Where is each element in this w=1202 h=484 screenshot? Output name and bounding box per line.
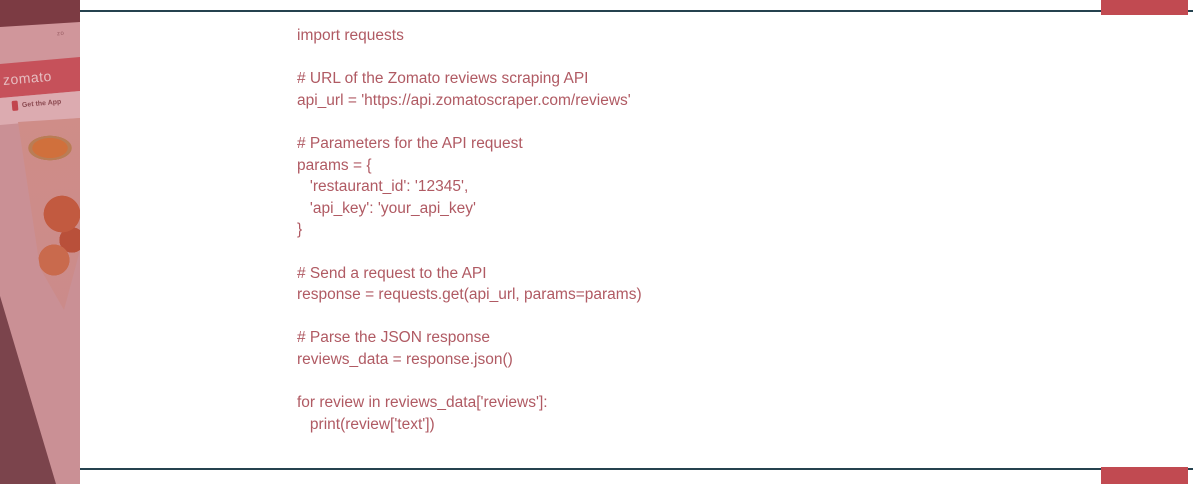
phone-icon [11,100,19,111]
top-accent-bar [1101,0,1188,15]
code-snippet: import requests # URL of the Zomato revi… [297,27,642,433]
food-photo [18,118,80,310]
top-rule [80,10,1193,12]
zomato-app-preview: zo zomato Get the App [0,0,80,484]
browser-url-hint: zo [56,30,65,38]
app-search-band [0,22,80,64]
bottom-accent-bar [1101,467,1188,484]
bottom-rule [80,468,1193,470]
get-the-app-label: Get the App [21,98,62,109]
app-top-band [0,0,80,27]
zomato-brand-band [0,57,80,98]
